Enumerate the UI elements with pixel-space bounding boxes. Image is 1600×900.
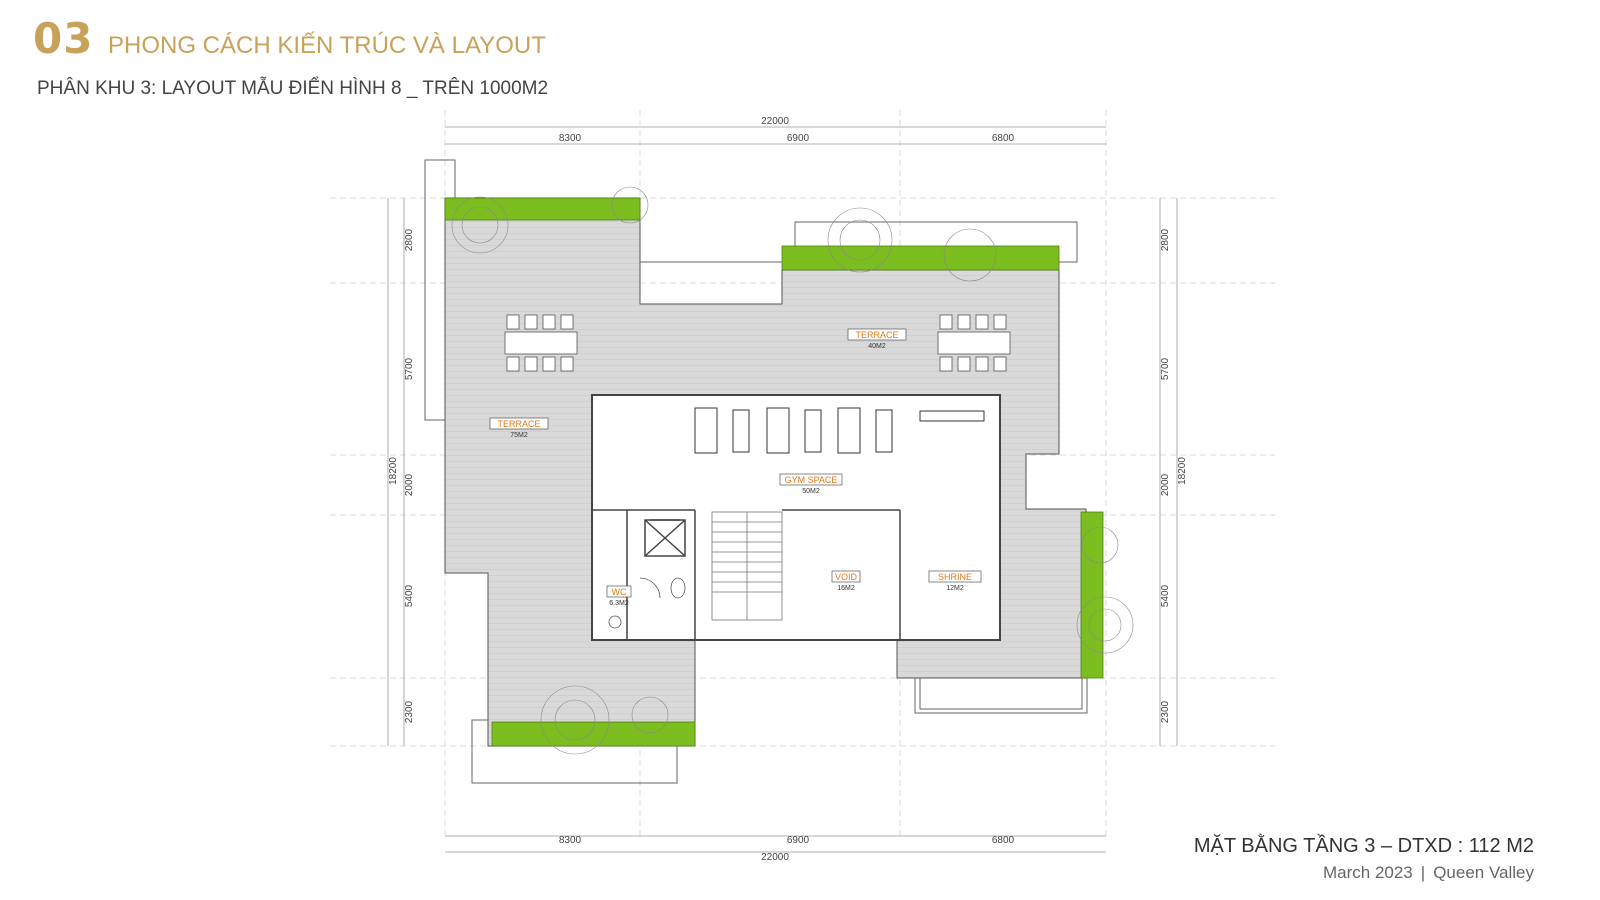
dim-right-total: 18200 (1177, 457, 1188, 485)
staircase (711, 511, 783, 621)
dining-set-left (504, 314, 578, 372)
room-terrace-left-name: TERRACE (497, 419, 540, 429)
room-gym-area: 50M2 (802, 488, 820, 495)
layout-subtitle: PHÂN KHU 3: LAYOUT MẪU ĐIỂN HÌNH 8 _ TRÊ… (37, 78, 549, 99)
planter-bottom (491, 721, 696, 747)
planter-top-left (444, 197, 641, 221)
section-title: PHONG CÁCH KIẾN TRÚC VÀ LAYOUT (108, 32, 546, 59)
dim-right-2: 5700 (1160, 357, 1171, 380)
room-void-area: 16M2 (837, 585, 855, 592)
dim-right-5: 2300 (1160, 700, 1171, 723)
project-name: Queen Valley (1433, 863, 1534, 882)
dim-left-5: 2300 (404, 700, 415, 723)
dim-bottom-1: 8300 (559, 835, 582, 846)
interior-walls (592, 509, 901, 640)
plan-meta: March 2023 | Queen Valley (1323, 863, 1534, 883)
section-number: 03 (33, 14, 94, 63)
dim-bottom-total: 22000 (761, 852, 789, 863)
dim-top-2: 6900 (787, 133, 810, 144)
gym-equipment (694, 407, 985, 454)
dim-left-3: 2000 (404, 473, 415, 496)
dim-left-total: 18200 (388, 457, 399, 485)
dim-top-1: 8300 (559, 133, 582, 144)
room-shrine-area: 12M2 (946, 585, 964, 592)
dim-right-1: 2800 (1160, 228, 1171, 251)
room-gym-name: GYM SPACE (785, 475, 838, 485)
dim-right-3: 2000 (1160, 473, 1171, 496)
room-terrace-left-area: 75M2 (510, 432, 528, 439)
dining-set-right (937, 314, 1011, 372)
meta-separator: | (1420, 863, 1426, 882)
room-labels: TERRACE 40M2 TERRACE 75M2 GYM SPACE 50M2… (489, 328, 982, 607)
dim-top-total: 22000 (761, 116, 789, 127)
planters (444, 197, 1104, 747)
plant-sketches (451, 186, 1134, 755)
indoor-block (591, 394, 1001, 641)
dim-left-2: 5700 (404, 357, 415, 380)
dim-left-1: 2800 (404, 228, 415, 251)
planter-right (1080, 511, 1104, 679)
plan-title: MẶT BẰNG TẦNG 3 – DTXD : 112 M2 (1193, 835, 1534, 857)
plan-date: March 2023 (1322, 863, 1413, 882)
room-wc-area: 6.3M2 (609, 600, 629, 607)
room-wc-name: WC (612, 587, 627, 597)
dim-bottom-3: 6800 (992, 835, 1015, 846)
dim-top-3: 6800 (992, 133, 1015, 144)
wc-fixtures (608, 577, 686, 629)
planter-top-right (781, 245, 1060, 271)
dim-right-4: 5400 (1160, 584, 1171, 607)
dimension-lines (387, 126, 1178, 853)
room-terrace-top-name: TERRACE (855, 330, 898, 340)
room-shrine-name: SHRINE (938, 572, 972, 582)
room-terrace-top-area: 40M2 (868, 343, 886, 350)
room-void-name: VOID (835, 572, 858, 582)
dim-left-4: 5400 (404, 584, 415, 607)
dim-bottom-2: 6900 (787, 835, 810, 846)
